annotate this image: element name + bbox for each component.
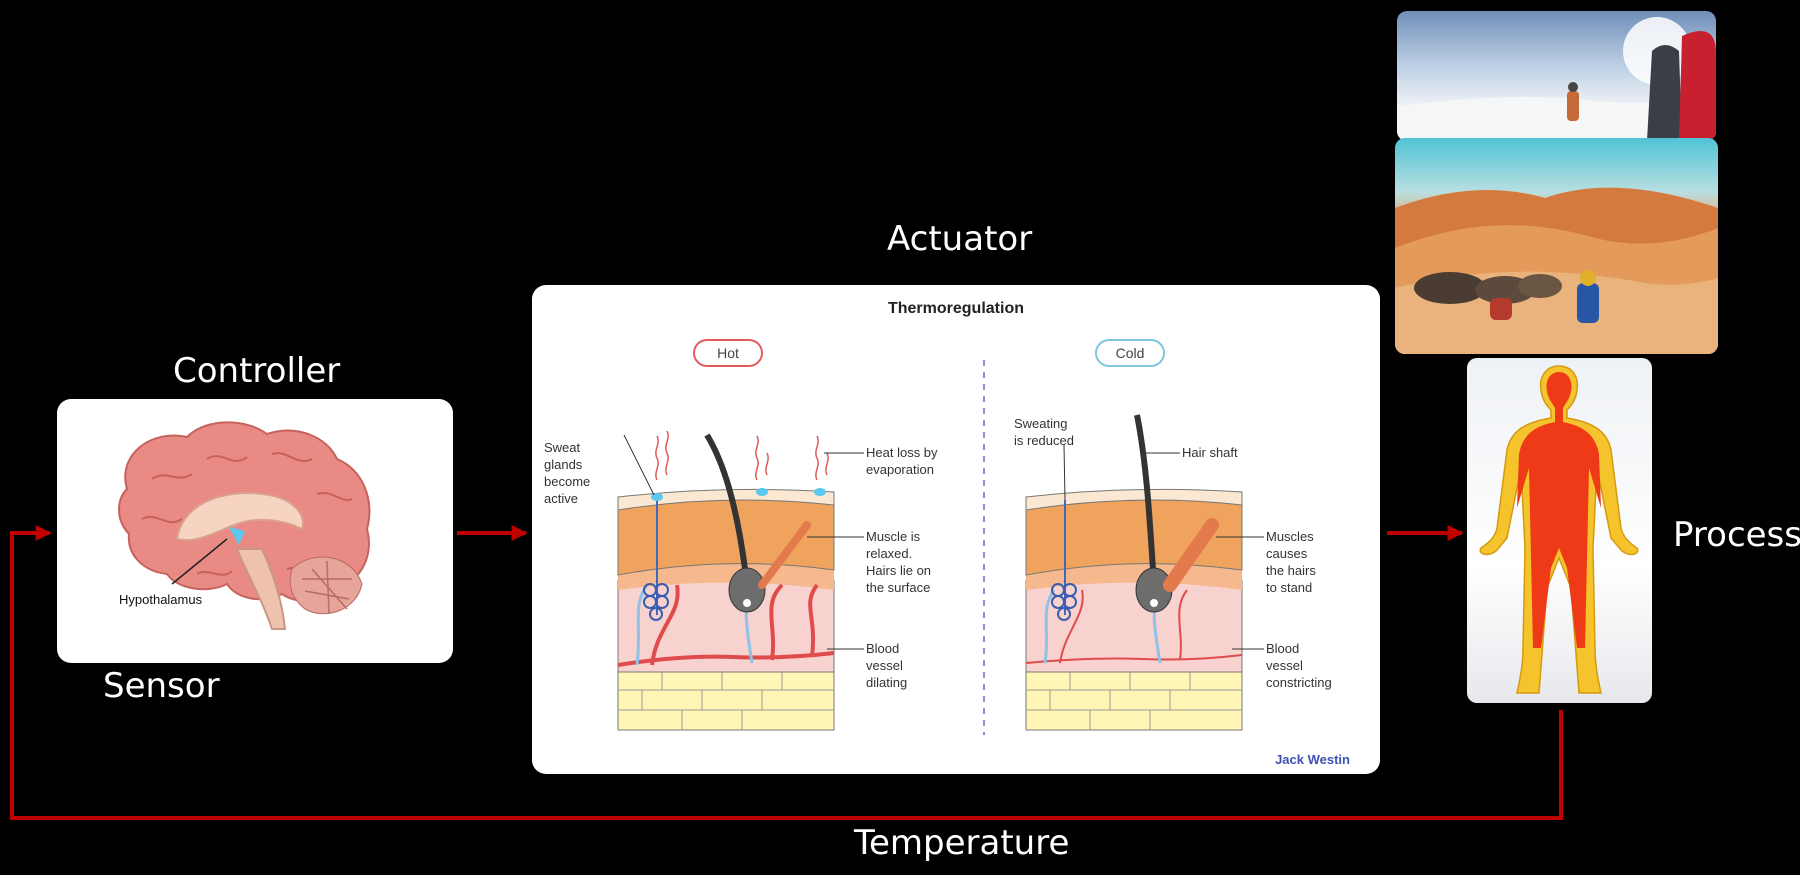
hot-skin-diagram [617, 430, 835, 731]
cold-hair-shaft-label: Hair shaft [1182, 445, 1238, 460]
sensor-label: Sensor [103, 666, 220, 706]
hot-sweat-line: Sweat [544, 440, 581, 455]
hot-muscle-line: relaxed. [866, 546, 912, 561]
cold-annotations: Sweating is reduced Hair shaft Muscles cau… [1014, 416, 1332, 690]
thermoregulation-illustration: Thermoregulation Hot Cold [544, 300, 1350, 767]
hot-blood-line: dilating [866, 675, 907, 690]
hot-muscle-line: Muscle is [866, 529, 921, 544]
body-heatmap-card [1467, 358, 1652, 703]
temperature-feedback-line [10, 525, 1563, 820]
controller-label: Controller [173, 351, 341, 391]
brain-card: Hypothalamus [57, 399, 453, 663]
cold-blood-line: Blood [1266, 641, 1299, 656]
cold-badge: Cold [1116, 345, 1145, 361]
cold-skin-diagram [1025, 414, 1243, 731]
credit-label: Jack Westin [1275, 752, 1350, 767]
hot-heat-loss-line: Heat loss by [866, 445, 938, 460]
cold-muscle-line: Muscles [1266, 529, 1314, 544]
hot-badge: Hot [717, 345, 739, 361]
hot-blood-line: Blood [866, 641, 899, 656]
cold-blood-line: vessel [1266, 658, 1303, 673]
brain-illustration: Hypothalamus [118, 421, 371, 630]
hot-heat-loss-line: evaporation [866, 462, 934, 477]
hot-muscle-line: Hairs lie on [866, 563, 931, 578]
cold-sweat-line: is reduced [1014, 433, 1074, 448]
cold-blood-line: constricting [1266, 675, 1332, 690]
thermoregulation-card: Thermoregulation Hot Cold [532, 285, 1380, 774]
hot-sweat-line: glands [544, 457, 583, 472]
actuator-label: Actuator [887, 219, 1033, 259]
cold-muscle-line: to stand [1266, 580, 1312, 595]
thermoregulation-title: Thermoregulation [888, 300, 1024, 317]
hot-sweat-line: become [544, 474, 590, 489]
cold-muscle-line: the hairs [1266, 563, 1316, 578]
body-heatmap-figure [1479, 365, 1639, 694]
hot-muscle-line: the surface [866, 580, 930, 595]
snow-photo [1397, 11, 1716, 141]
hot-blood-line: vessel [866, 658, 903, 673]
desert-photo [1395, 138, 1718, 354]
process-label: Process [1673, 515, 1800, 555]
hot-sweat-line: active [544, 491, 578, 506]
cold-sweat-line: Sweating [1014, 416, 1067, 431]
hot-annotations: Sweat glands become active Heat loss by evap… [544, 434, 938, 690]
temperature-label: Temperature [854, 823, 1070, 863]
cold-muscle-line: causes [1266, 546, 1308, 561]
hypothalamus-label: Hypothalamus [119, 592, 203, 607]
